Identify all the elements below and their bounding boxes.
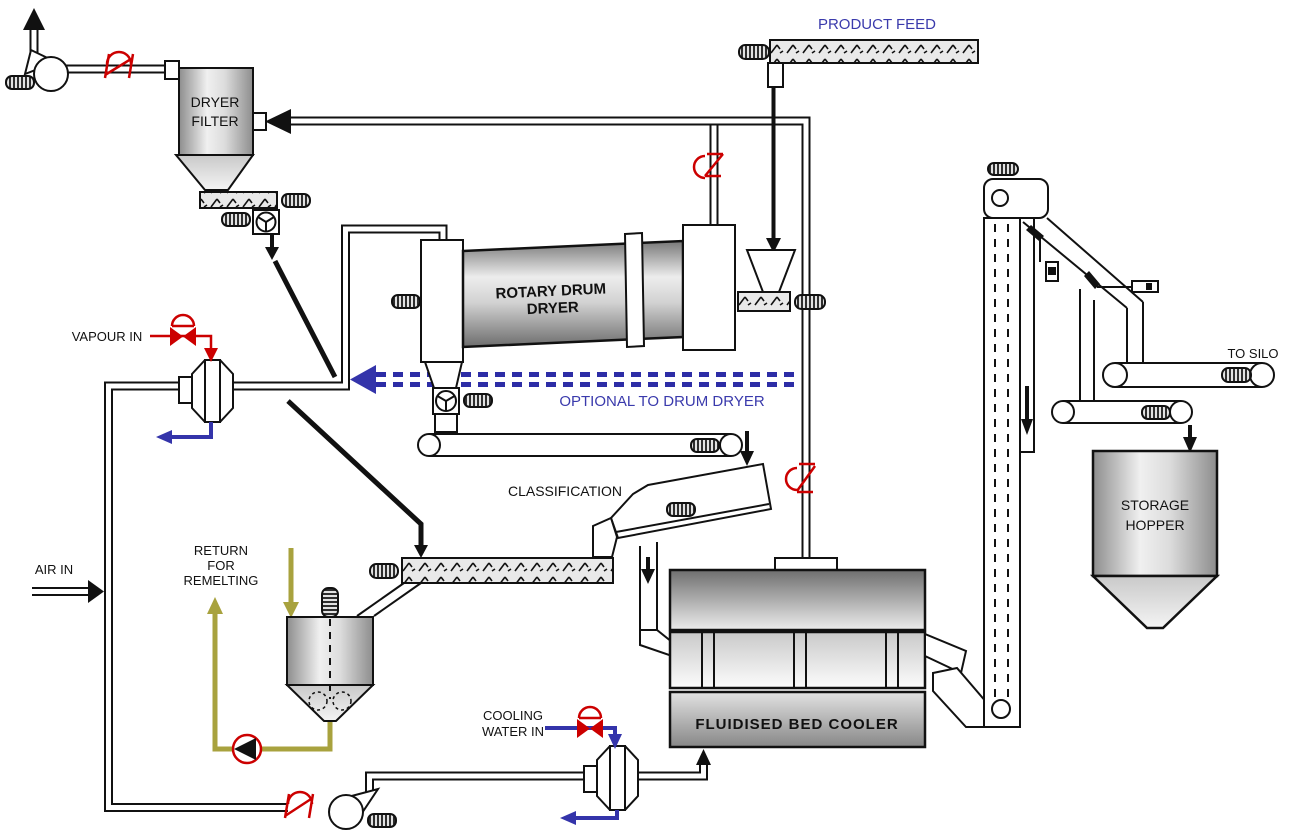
cooling-air-blower <box>328 787 397 830</box>
label-dryer-filter-2: FILTER <box>191 113 238 129</box>
blower-discharge-pipe <box>365 771 590 796</box>
hopper-label-line2: HOPPER <box>1125 517 1184 533</box>
cooling-water-in-line <box>545 705 622 749</box>
hopper-belt-conveyor <box>1051 400 1197 453</box>
filter-rotary-valve-icon <box>252 209 280 235</box>
belt-motor-icon <box>690 438 720 453</box>
drum-rotary-valve-icon <box>432 387 460 415</box>
air-in-arrow <box>32 580 104 603</box>
feed-funnel-icon <box>745 249 797 293</box>
exhaust-fan-motor-icon <box>5 75 35 90</box>
vapour-line <box>150 313 218 362</box>
hot-air-pipe <box>186 224 448 391</box>
hopper-belt-motor-icon <box>1141 405 1171 420</box>
classification-screen <box>592 462 773 658</box>
drum-motor-icon <box>391 294 421 309</box>
vapour-heater <box>156 359 234 444</box>
melt-tank <box>284 587 376 722</box>
drum-valve-motor-icon <box>463 393 493 408</box>
lower-belt-chute <box>1079 289 1095 401</box>
label-product-feed: PRODUCT FEED <box>818 16 936 33</box>
label-cooling-2: WATER IN <box>482 724 544 739</box>
blower-motor-icon <box>367 813 397 828</box>
oversize-screw-conveyor <box>356 557 614 617</box>
product-feed-conveyor <box>738 39 979 88</box>
label-cooling-1: COOLING <box>483 708 543 723</box>
cooling-water-heat-exchanger <box>560 745 639 825</box>
bucket-elevator <box>983 162 1159 728</box>
stack-arrow <box>23 8 45 57</box>
drum-discharge-belt <box>417 431 754 466</box>
screen-motor-icon <box>666 502 696 517</box>
exhaust-fan <box>5 48 69 92</box>
product-feed-downpipe <box>766 87 781 253</box>
remelt-pump-icon <box>231 733 263 765</box>
drum-label-line2: DRYER <box>526 299 579 318</box>
drum-label-line1: ROTARY DRUM <box>495 281 606 303</box>
elevator-head <box>983 178 1049 219</box>
oversize-chute <box>592 516 619 558</box>
rotary-drum-dryer: ROTARY DRUM DRYER <box>391 224 736 433</box>
product-feed-motor-icon <box>738 44 770 60</box>
storage-hopper: STORAGE HOPPER <box>1089 449 1221 630</box>
hopper-label-line1: STORAGE <box>1121 497 1189 513</box>
silo-belt-conveyor <box>1102 362 1275 388</box>
exhaust-damper-valve <box>103 50 135 79</box>
air-inlet-pipe <box>104 381 288 812</box>
label-return-1: RETURN <box>194 543 248 558</box>
drum-exhaust-valve <box>692 152 724 180</box>
optional-dashed-line <box>350 365 798 394</box>
label-dryer-filter-1: DRYER <box>191 94 240 110</box>
label-air-in: AIR IN <box>35 562 73 577</box>
label-optional: OPTIONAL TO DRUM DRYER <box>559 393 764 410</box>
dust-chute <box>265 235 338 379</box>
fines-chute <box>639 542 658 630</box>
remelt-return-line <box>207 548 333 752</box>
feed-screw-conveyor <box>737 291 791 312</box>
optional-arrow-icon <box>350 365 376 394</box>
cooler-label: FLUIDISED BED COOLER <box>695 716 898 733</box>
silo-belt-motor-icon <box>1221 367 1252 383</box>
filter-exhaust-pipe <box>265 109 811 558</box>
filter-screw-conveyor <box>199 191 278 209</box>
elevator-motor-icon <box>987 162 1019 176</box>
fluidised-bed-cooler: FLUIDISED BED COOLER <box>668 557 927 749</box>
cooling-air-pipe <box>637 749 711 781</box>
feed-screw-motor-icon <box>794 294 826 310</box>
diverter-gate-1 <box>1026 225 1059 282</box>
condensate-out-line <box>172 422 213 439</box>
cooling-water-valve-icon <box>577 705 603 738</box>
label-return-3: REMELTING <box>184 573 259 588</box>
drum-riding-ring-icon <box>623 231 646 349</box>
label-to-silo: TO SILO <box>1227 346 1278 361</box>
blower-valve <box>283 790 315 819</box>
cooling-water-out-line <box>576 810 619 820</box>
label-classification: CLASSIFICATION <box>508 483 622 499</box>
filter-dust-chute-lower <box>286 399 428 558</box>
label-vapour-in: VAPOUR IN <box>72 329 143 344</box>
agitator-motor-icon <box>321 587 339 618</box>
dryer-filter <box>164 60 311 235</box>
remelt-screw-motor-icon <box>369 563 399 579</box>
cooler-exhaust-valve <box>784 462 817 494</box>
vapour-valve-icon <box>170 313 196 346</box>
label-return-2: FOR <box>207 558 234 573</box>
filter-screw-motor-icon <box>281 193 311 208</box>
rotary-valve-motor-icon <box>221 212 251 227</box>
cooler-discharge-chute <box>924 632 988 728</box>
diverter-gate-2 <box>1084 271 1159 293</box>
drum-feed-assembly <box>737 249 826 312</box>
